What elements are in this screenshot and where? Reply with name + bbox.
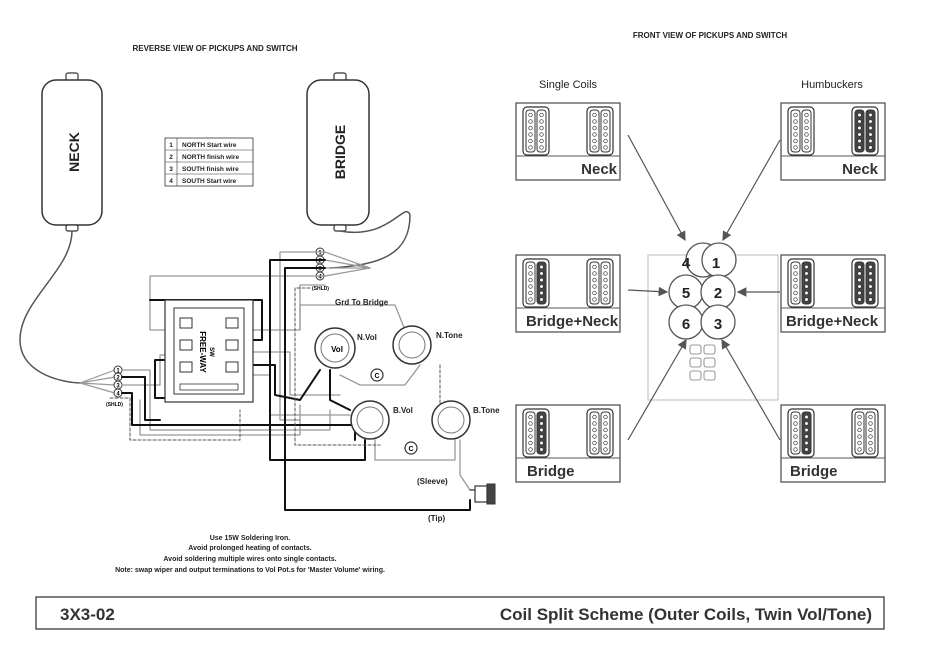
- neck-pickup-label: NECK: [66, 132, 82, 172]
- footer-code: 3X3-02: [60, 605, 115, 624]
- wiring-harness: [109, 251, 471, 511]
- front-box-hb-bridge: Bridge: [780, 404, 886, 483]
- note-4: Note: swap wiper and output terminations…: [115, 567, 385, 574]
- switch-pos-2: 2: [714, 285, 722, 302]
- position-arrows: [627, 134, 781, 441]
- switch-pos-3: 3: [714, 316, 722, 333]
- note-2: Avoid prolonged heating of contacts.: [188, 545, 311, 552]
- legend-desc-1: NORTH Start wire: [182, 142, 237, 149]
- front-box-sc-bridge-neck: Bridge+Neck: [515, 254, 621, 333]
- wire-legend: 1 NORTH Start wire 2 NORTH finish wire 3…: [164, 137, 254, 187]
- legend-desc-4: SOUTH Start wire: [182, 178, 237, 185]
- front-box-hb-bridge-neck: Bridge+Neck: [780, 254, 886, 333]
- output-jack: (Sleeve) (Tip): [417, 477, 496, 523]
- soldering-notes: Use 15W Soldering Iron. Avoid prolonged …: [115, 535, 385, 574]
- bridge-volume-pot: B.Vol: [350, 400, 413, 440]
- footer-title: Coil Split Scheme (Outer Coils, Twin Vol…: [500, 605, 872, 624]
- legend-desc-2: NORTH finish wire: [182, 154, 239, 161]
- bridge-tag-4: 4: [318, 275, 322, 281]
- footer-bar: 3X3-02 Coil Split Scheme (Outer Coils, T…: [35, 596, 885, 630]
- note-1: Use 15W Soldering Iron.: [210, 535, 291, 542]
- switch-pos-5: 5: [682, 285, 690, 302]
- b-tone-label: B.Tone: [473, 406, 500, 415]
- ground-to-bridge-label: Grd To Bridge: [335, 298, 389, 307]
- front-box-label-sc-bridge-neck: Bridge+Neck: [526, 313, 619, 330]
- humbuckers-heading: Humbuckers: [801, 79, 863, 91]
- cap-bridge-label: C: [408, 446, 413, 453]
- neck-tag-4: 4: [116, 392, 120, 398]
- b-vol-label: B.Vol: [393, 406, 413, 415]
- legend-num-2: 2: [169, 154, 173, 161]
- switch-pos-4: 4: [682, 255, 691, 272]
- bridge-tag-3: 3: [318, 267, 322, 273]
- legend-num-3: 3: [169, 166, 173, 173]
- bridge-tag-1: 1: [318, 251, 322, 257]
- front-box-label-sc-neck: Neck: [581, 161, 618, 178]
- right-view-title: FRONT VIEW OF PICKUPS AND SWITCH: [633, 31, 788, 40]
- neck-tone-pot: N.Tone: [392, 325, 463, 365]
- switch-pos-1: 1: [712, 255, 720, 272]
- cap-neck-label: C: [374, 373, 379, 380]
- front-box-label-sc-bridge: Bridge: [527, 463, 575, 480]
- single-coils-heading: Single Coils: [539, 79, 598, 91]
- front-box-label-hb-bridge: Bridge: [790, 463, 838, 480]
- legend-desc-3: SOUTH finish wire: [182, 166, 239, 173]
- note-3: Avoid soldering multiple wires onto sing…: [163, 556, 336, 563]
- bridge-shield-label: (SHLD): [312, 286, 329, 292]
- legend-num-1: 1: [169, 142, 173, 149]
- neck-volume-pot: Vol N.Vol: [314, 327, 377, 369]
- neck-tag-1: 1: [116, 369, 120, 375]
- switch-pos-6: 6: [682, 316, 690, 333]
- front-box-label-hb-bridge-neck: Bridge+Neck: [786, 313, 879, 330]
- front-box-hb-neck: Neck: [780, 102, 886, 181]
- bridge-tone-pot: B.Tone: [431, 400, 500, 440]
- n-tone-label: N.Tone: [436, 331, 463, 340]
- front-box-label-hb-neck: Neck: [842, 161, 879, 178]
- switch-front-view: 4 1 5 2 6 3: [647, 242, 779, 401]
- bridge-pickup-label: BRIDGE: [332, 125, 348, 179]
- lead-tags-neck: 1 2 3 4 (SHLD): [106, 365, 123, 408]
- n-vol-label: N.Vol: [357, 333, 377, 342]
- switch-model: SW: [208, 347, 214, 357]
- legend-num-4: 4: [169, 178, 173, 185]
- capacitor-neck: C: [370, 368, 384, 382]
- neck-shield-label: (SHLD): [106, 402, 123, 408]
- left-view-title: REVERSE VIEW OF PICKUPS AND SWITCH: [132, 44, 297, 53]
- selector-switch: FREE-WAY SW: [164, 299, 254, 403]
- capacitor-bridge: C: [404, 441, 418, 455]
- sleeve-label: (Sleeve): [417, 477, 448, 486]
- neck-tag-2: 2: [116, 376, 120, 382]
- bridge-tag-2: 2: [318, 259, 322, 265]
- front-box-sc-bridge: Bridge: [515, 404, 621, 483]
- neck-pickup: NECK: [41, 72, 103, 232]
- vol-text: Vol: [331, 345, 343, 354]
- pickup-leads: [19, 210, 411, 394]
- neck-tag-3: 3: [116, 384, 120, 390]
- tip-label: (Tip): [428, 514, 446, 523]
- bridge-pickup: BRIDGE: [306, 72, 370, 232]
- switch-brand: FREE-WAY: [198, 331, 207, 373]
- front-box-sc-neck: Neck: [515, 102, 621, 181]
